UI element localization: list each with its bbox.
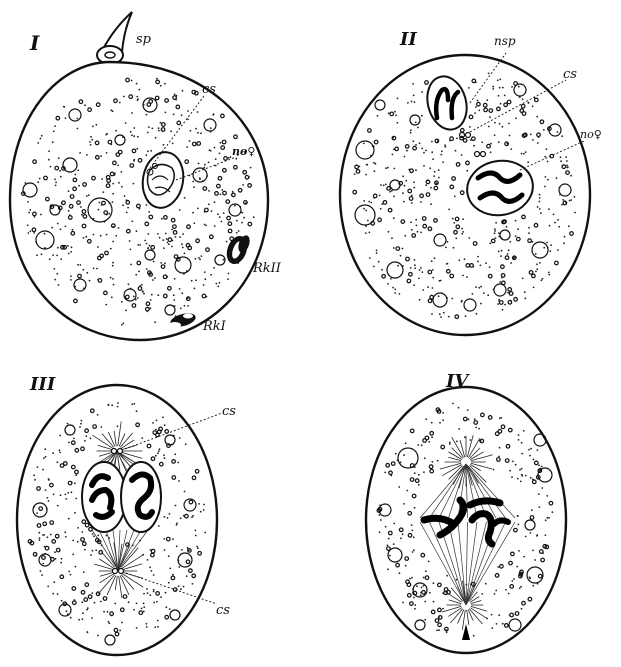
panel-1-numeral: I bbox=[29, 31, 40, 55]
panel-2: II bbox=[340, 29, 602, 335]
sperm-head bbox=[97, 12, 132, 64]
panel-4: IV bbox=[366, 371, 566, 653]
label-rkI: RkI bbox=[202, 319, 227, 334]
label-cs-1: cs bbox=[202, 82, 216, 97]
cell-2 bbox=[340, 53, 590, 335]
label-nsp: nsp bbox=[494, 34, 516, 48]
cell-3 bbox=[17, 385, 222, 655]
label-cs-3-bottom: cs bbox=[216, 603, 230, 618]
panel-3: III bbox=[17, 374, 236, 655]
panel-1: I sp bbox=[10, 12, 282, 340]
label-rkII: RkII bbox=[252, 261, 282, 276]
cell-4 bbox=[366, 387, 566, 653]
label-cs-3-top: cs bbox=[222, 404, 236, 419]
panel-3-numeral: III bbox=[29, 374, 56, 395]
label-cs-2: cs bbox=[563, 67, 577, 82]
label-nucleus-1: no♀ bbox=[232, 145, 255, 158]
panel-2-numeral: II bbox=[399, 29, 417, 50]
cell-1 bbox=[10, 62, 268, 340]
label-nucleus-2: no♀ bbox=[580, 128, 602, 141]
label-sp: sp bbox=[136, 32, 152, 47]
